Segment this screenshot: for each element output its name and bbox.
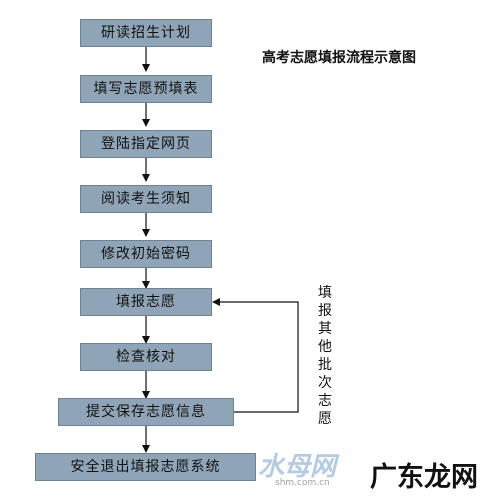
step-check: 检查核对: [80, 343, 212, 371]
step-fill-prefill-form: 填写志愿预填表: [80, 75, 212, 103]
loop-label-char: 其: [318, 321, 332, 337]
watermark-logo: 水母网: [258, 452, 337, 482]
loop-label-char: 志: [318, 393, 332, 409]
loop-label-char: 他: [318, 339, 332, 355]
diagram-title: 高考志愿填报流程示意图: [262, 50, 416, 66]
loop-label-char: 填: [318, 285, 332, 301]
loop-label-char: 愿: [318, 411, 332, 427]
watermark-url: shm.com.cn: [275, 478, 330, 488]
loop-label-char: 报: [318, 303, 332, 319]
step-research-plan: 研读招生计划: [80, 19, 212, 47]
step-safe-exit: 安全退出填报志愿系统: [35, 453, 256, 481]
loop-label-char: 次: [318, 375, 332, 391]
loop-label: 填 报 其 他 批 次 志 愿: [316, 284, 334, 428]
step-submit-save: 提交保存志愿信息: [58, 398, 234, 426]
loop-back-line: [212, 298, 299, 413]
step-login-webpage: 登陆指定网页: [80, 130, 212, 158]
step-read-notice: 阅读考生须知: [80, 185, 212, 213]
loop-label-char: 批: [318, 357, 332, 373]
step-fill-application: 填报志愿: [80, 288, 212, 316]
watermark-brand: 广东龙网: [370, 462, 478, 493]
step-change-password: 修改初始密码: [80, 240, 212, 268]
